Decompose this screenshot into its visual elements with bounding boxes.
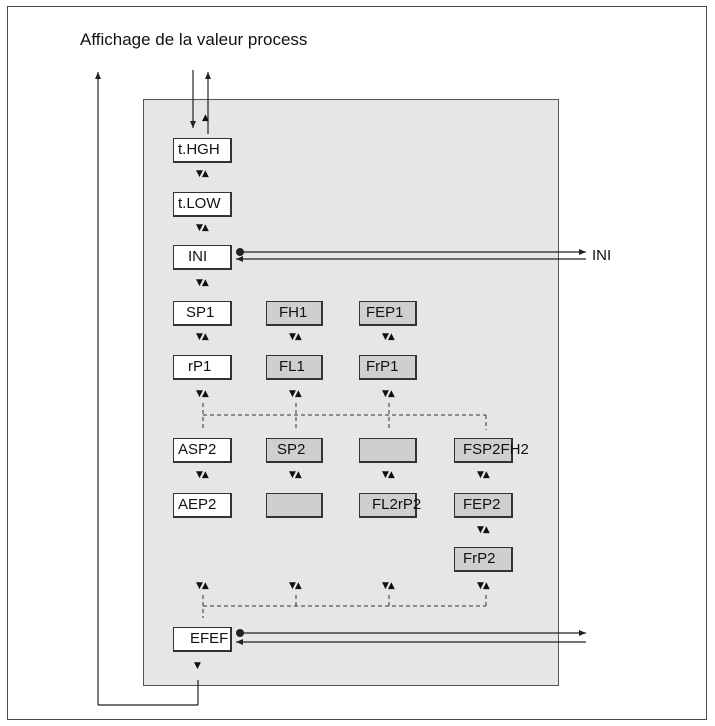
nav-arrows: ▼▲: [196, 169, 209, 179]
box-rp1: rP1: [173, 355, 232, 380]
box-efef: EFEF: [173, 627, 232, 652]
box-blank-row2: [266, 493, 323, 518]
box-frp1: FrP1: [359, 355, 417, 380]
nav-arrows: ▼▲: [382, 581, 395, 591]
nav-arrows: ▼▲: [289, 470, 302, 480]
nav-arrows: ▼▲: [477, 470, 490, 480]
nav-arrows: ▼▲: [477, 581, 490, 591]
box-t-hgh: t.HGH: [173, 138, 232, 163]
nav-arrows: ▼▲: [382, 470, 395, 480]
box-sp2: SP2: [266, 438, 323, 463]
nav-arrows: ▼▲: [289, 581, 302, 591]
nav-arrows: ▼▲: [382, 389, 395, 399]
box-sp1: SP1: [173, 301, 232, 326]
box-frp2: FrP2: [454, 547, 513, 572]
ini-node-dot: [236, 248, 244, 256]
box-aep2: AEP2: [173, 493, 232, 518]
nav-up-arrow: ▲: [202, 113, 209, 123]
nav-arrows: ▼▲: [289, 332, 302, 342]
nav-arrows: ▼▲: [196, 278, 209, 288]
nav-arrows: ▼▲: [196, 223, 209, 233]
nav-arrows: ▼▲: [196, 332, 209, 342]
box-fep2: FEP2: [454, 493, 513, 518]
box-t-low: t.LOW: [173, 192, 232, 217]
box-fl1: FL1: [266, 355, 323, 380]
box-fl2rp2: FL2rP2: [359, 493, 421, 518]
box-ini: INI: [173, 245, 232, 270]
nav-arrows: ▼▲: [477, 525, 490, 535]
nav-arrows: ▼▲: [196, 581, 209, 591]
box-asp2: ASP2: [173, 438, 232, 463]
box-blank-row1: [359, 438, 417, 463]
nav-arrows: ▼▲: [289, 389, 302, 399]
diagram-title: Affichage de la valeur process: [80, 30, 308, 49]
box-fep1: FEP1: [359, 301, 417, 326]
nav-arrows: ▼▲: [382, 332, 395, 342]
efef-node-dot: [236, 629, 244, 637]
ini-side-label: INI: [592, 247, 612, 264]
nav-arrows: ▼▲: [196, 389, 209, 399]
box-fh1: FH1: [266, 301, 323, 326]
box-fsp2fh2: FSP2FH2: [454, 438, 529, 463]
nav-down-arrow: ▼: [194, 661, 201, 671]
nav-arrows: ▼▲: [196, 470, 209, 480]
